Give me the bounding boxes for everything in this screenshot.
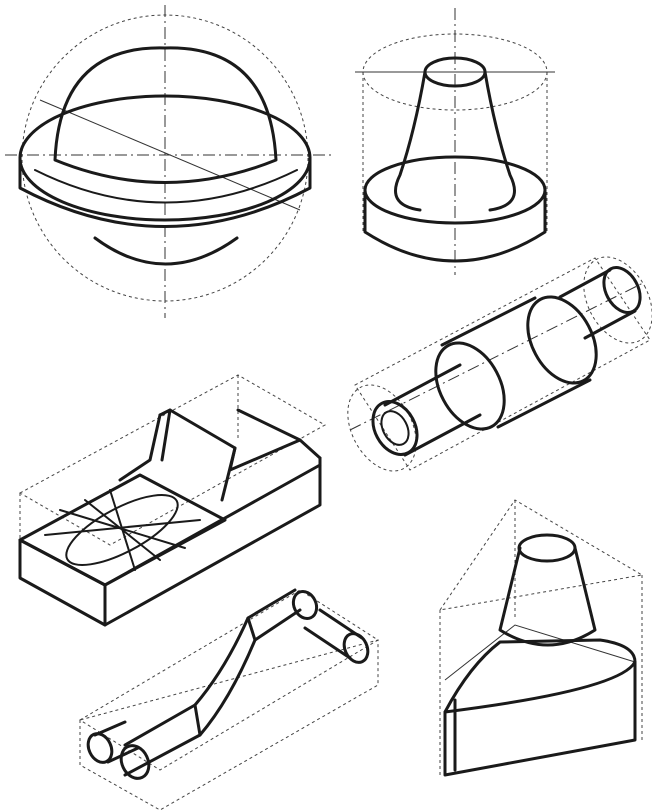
bounding-end-right	[583, 256, 652, 344]
arm-back-edge	[123, 588, 297, 747]
crank-bounding-side	[79, 639, 379, 811]
collar-left-end	[434, 341, 506, 431]
prism-bounding-edges	[439, 500, 643, 778]
block-base-outline	[18, 456, 322, 627]
tapered-boss-on-disc	[355, 8, 555, 275]
sphere-with-flange	[5, 5, 335, 318]
pocket-oval	[65, 494, 179, 566]
boss-top-face	[423, 56, 487, 88]
pocket-outline	[18, 473, 227, 587]
arm-right-boss	[291, 589, 319, 621]
diagonal-center-line	[39, 99, 301, 211]
right-pin-end	[342, 632, 370, 664]
collar-side	[440, 296, 592, 429]
step-riser	[118, 408, 172, 482]
prism-front-bottom	[443, 660, 637, 777]
cone-top-face	[517, 533, 577, 563]
arm-left-boss	[119, 744, 151, 780]
slot-edges	[220, 408, 302, 502]
arm-bend-edges	[193, 616, 257, 737]
boss-right-profile	[483, 70, 516, 212]
shaft-axis	[349, 281, 646, 431]
cone-on-triangular-prism	[438, 499, 644, 778]
stepped-shaft	[347, 256, 652, 472]
cone-body	[498, 546, 597, 647]
step-top-edge	[158, 408, 322, 472]
prism-bounding-top	[438, 499, 644, 611]
block-bounding-top	[18, 374, 327, 546]
block-top-front-edge	[18, 463, 322, 587]
right-journal-end	[602, 266, 642, 314]
crank-arm-link	[79, 588, 379, 811]
lower-dome	[93, 236, 239, 266]
prism-top-face	[443, 638, 637, 714]
left-journal-side	[383, 363, 482, 457]
flange-side	[18, 156, 312, 228]
arm-front-edge	[123, 608, 302, 777]
collar-right-end	[526, 295, 598, 385]
left-journal-bore	[380, 410, 410, 446]
rectangular-block-with-pocket	[18, 374, 327, 627]
prism-hidden-edges	[444, 624, 636, 681]
flange-inner-edge	[34, 169, 298, 204]
left-journal-end	[371, 400, 419, 456]
shaft-bounding-box	[354, 257, 651, 471]
pocket-facets	[44, 489, 201, 571]
disc-side	[363, 188, 547, 263]
upper-dome	[53, 46, 278, 184]
left-pin-end	[86, 732, 114, 764]
boss-left-profile	[394, 70, 427, 212]
crank-bounding-top	[79, 589, 379, 771]
